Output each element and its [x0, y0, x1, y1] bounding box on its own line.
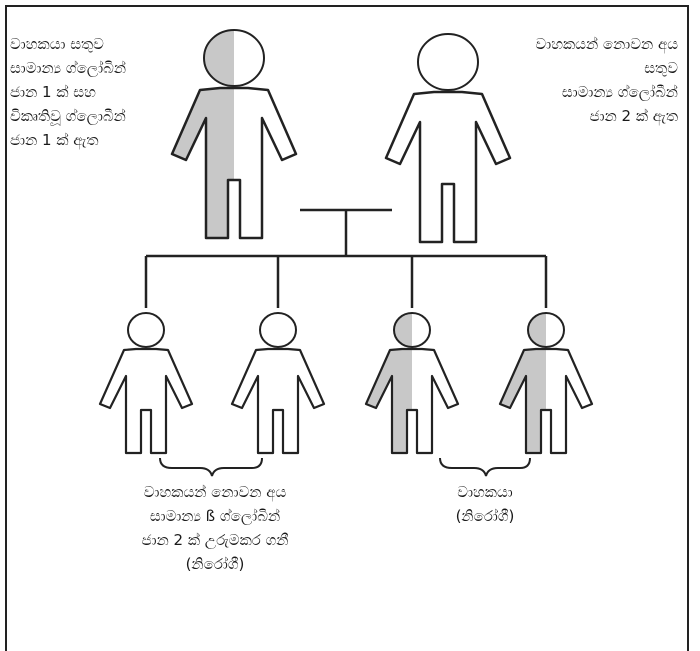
- child-carrier-figure-2: [498, 312, 594, 455]
- child-noncarrier-figure-1: [98, 312, 194, 455]
- pedigree-lines: [144, 208, 548, 308]
- parent-noncarrier-figure: [384, 33, 512, 244]
- brace-right: [439, 457, 531, 477]
- parent-carrier-figure: [170, 29, 298, 240]
- label-noncarrier-parent: වාහකයන් නොවන අය සතුව සාමාන්‍ය ග්ලෝබීන් ජ…: [535, 35, 678, 125]
- diagram-frame: [5, 5, 689, 651]
- brace-left: [159, 457, 263, 477]
- child-noncarrier-figure-2: [230, 312, 326, 455]
- label-carrier-parent: වාහකයා සතුව සාමාන්‍ය ග්ලෝබින් ජාන 1 ක් ස…: [10, 35, 127, 149]
- label-carrier-children: වාහකයා (නිරෝගී): [455, 483, 515, 525]
- child-carrier-figure-1: [364, 312, 460, 455]
- label-noncarrier-children: වාහකයන් නොවන අය සාමාන්‍ය ß ග්ලෝබින් ජාන …: [141, 483, 289, 573]
